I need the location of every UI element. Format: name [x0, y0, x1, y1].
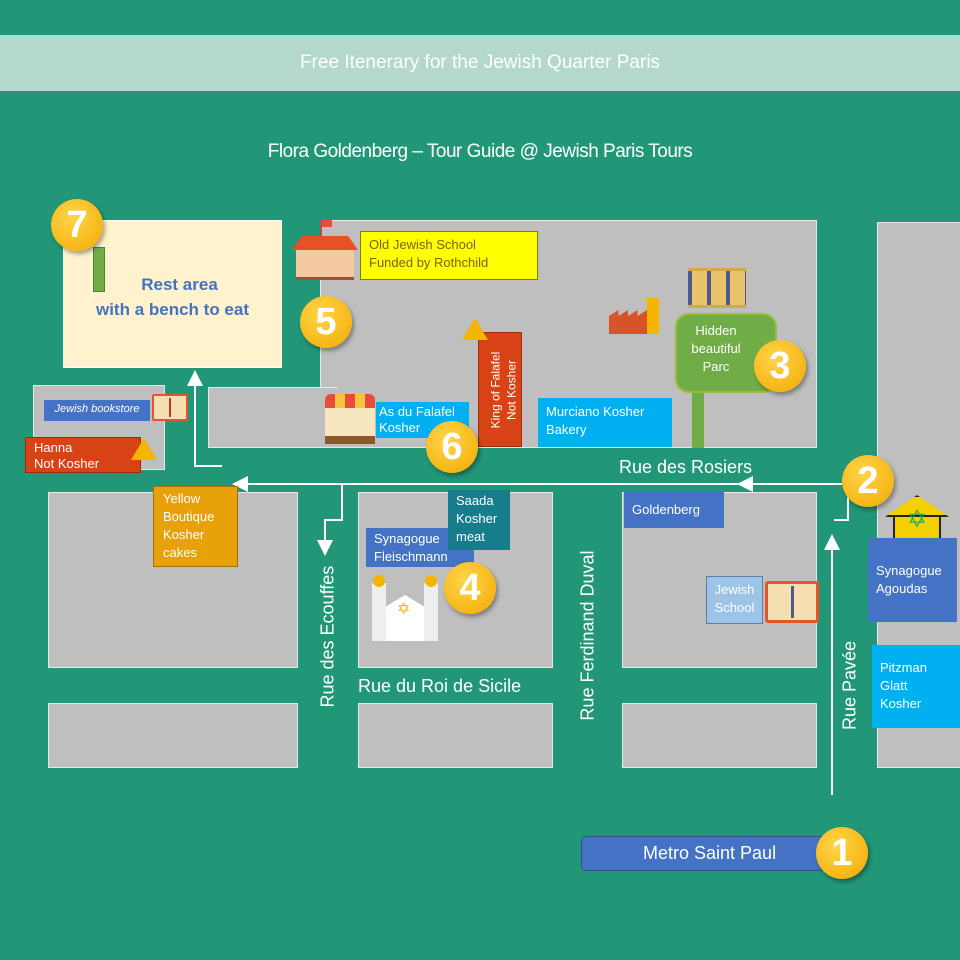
hanna-line2: Not Kosher	[34, 456, 100, 471]
as-du-falafel-line1: As du Falafel	[379, 404, 455, 419]
yellow-boutique-line1: Yellow	[163, 491, 201, 506]
street-rue-des-rosiers: Rue des Rosiers	[619, 457, 753, 477]
parc-line3: Parc	[702, 359, 730, 374]
goldenberg-label: Goldenberg	[624, 492, 724, 528]
rest-area-line1: Rest area	[141, 275, 218, 294]
route-line-turn	[834, 497, 849, 521]
agoudas-line1: Synagogue	[876, 563, 942, 578]
yellow-boutique-line2: Boutique	[163, 509, 215, 524]
king-falafel-line1: King of Falafel	[488, 351, 503, 429]
saada-line3: meat	[456, 529, 485, 544]
murciano-line1: Murciano Kosher	[546, 404, 645, 419]
street-rue-des-ecouffes: Rue des Ecouffes	[317, 565, 338, 708]
stop-4-marker[interactable]: 4	[444, 562, 496, 614]
yellow-boutique-line4: cakes	[163, 545, 197, 560]
street-rue-du-roi-de-sicile: Rue du Roi de Sicile	[358, 676, 522, 696]
warning-icon-king	[462, 318, 488, 340]
metro-saint-paul-label: Metro Saint Paul	[581, 836, 835, 871]
open-book-icon	[765, 581, 819, 623]
saada-line2: Kosher	[456, 511, 498, 526]
factory-icon	[609, 298, 661, 336]
rest-area-label: Rest area with a bench to eat	[80, 272, 265, 322]
pitzman-line2: Glatt	[880, 678, 908, 693]
block-s2	[358, 703, 553, 768]
book-icon	[152, 394, 188, 421]
jewish-school-line2: School	[714, 600, 755, 615]
page-title: Free Itenerary for the Jewish Quarter Pa…	[299, 52, 661, 73]
parc-line1: Hidden	[695, 323, 737, 338]
title-banner: Free Itenerary for the Jewish Quarter Pa…	[0, 35, 960, 91]
as-du-falafel-line2: Kosher	[379, 420, 421, 435]
hanna-line1: Hanna	[34, 440, 73, 455]
block-se2	[622, 703, 817, 768]
king-falafel-line2: Not Kosher	[504, 359, 519, 421]
yellow-boutique-line3: Kosher	[163, 527, 205, 542]
street-rue-pavee: Rue Pavée	[839, 640, 860, 731]
saada-line1: Saada	[456, 493, 494, 508]
route-line-rest	[187, 370, 222, 467]
street-rue-ferdinand-duval: Rue Ferdinand Duval	[577, 550, 598, 721]
school-building-icon	[292, 220, 358, 280]
stop-1-marker[interactable]: 1	[816, 827, 868, 879]
synagogue-building-icon: ✡	[372, 575, 438, 641]
pitzman-line3: Kosher	[880, 696, 922, 711]
old-school-line1: Old Jewish School	[369, 237, 476, 252]
jewish-school-line1: Jewish	[714, 582, 755, 597]
pitzman-line1: Pitzman	[880, 660, 927, 675]
jewish-bookstore-label: Jewish bookstore	[44, 400, 150, 421]
rest-area-block	[63, 220, 282, 368]
falafel-stand-icon	[325, 394, 375, 444]
warning-icon-hanna	[131, 438, 157, 460]
agoudas-line2: Agoudas	[876, 581, 928, 596]
murciano-line2: Bakery	[546, 422, 587, 437]
block-sw2	[48, 703, 298, 768]
stop-3-marker[interactable]: 3	[754, 340, 806, 392]
columns-monument-icon	[688, 268, 746, 308]
block-north-lower	[208, 387, 338, 448]
subtitle: Flora Goldenberg – Tour Guide @ Jewish P…	[267, 141, 693, 162]
old-school-line2: Funded by Rothchild	[369, 255, 489, 270]
fleischmann-line2: Fleischmann	[374, 549, 448, 564]
route-line-ecouffes	[317, 484, 343, 556]
stop-2-marker[interactable]: 2	[842, 455, 894, 507]
parc-path	[692, 390, 704, 448]
stop-7-marker[interactable]: 7	[51, 199, 103, 251]
stop-6-marker[interactable]: 6	[426, 421, 478, 473]
rest-area-line2: with a bench to eat	[95, 300, 250, 319]
fleischmann-line1: Synagogue	[374, 531, 440, 546]
bench-icon	[93, 247, 105, 292]
parc-line2: beautiful	[691, 341, 741, 356]
stop-5-marker[interactable]: 5	[300, 296, 352, 348]
